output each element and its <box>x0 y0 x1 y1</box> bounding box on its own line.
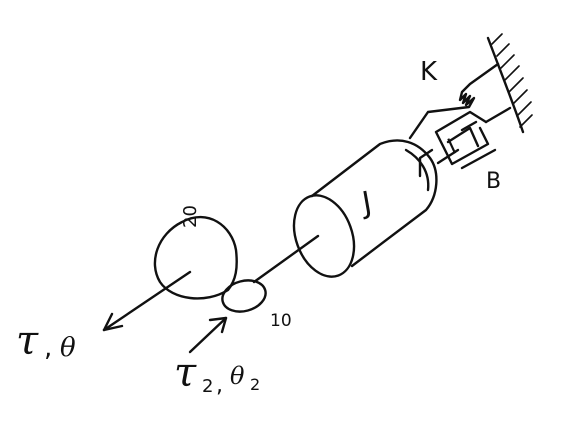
inertia-cylinder <box>292 139 438 278</box>
spring <box>408 62 500 140</box>
shaft <box>252 234 320 284</box>
torque2-symbol: τ <box>174 350 197 396</box>
fixed-wall <box>486 33 533 134</box>
damper <box>418 106 512 178</box>
torque1-comma: , <box>44 333 52 363</box>
gear-small-label: 10 <box>270 311 292 331</box>
torque2-label: τ 2 , θ 2 <box>174 350 260 398</box>
damper-label: B <box>486 169 501 194</box>
torque2-arrow <box>188 316 228 354</box>
spring-label: K <box>420 57 438 87</box>
torque2-subscript: 2 <box>202 376 213 397</box>
gear-small <box>221 279 267 313</box>
torque1-angle: θ <box>60 333 76 363</box>
gear-large <box>102 216 238 332</box>
torque2-angle: θ <box>230 362 245 390</box>
torque2-angle-subscript: 2 <box>250 375 260 394</box>
torque1-symbol: τ <box>16 318 39 364</box>
torque2-comma: , <box>216 373 223 398</box>
gear-large-label: 20 <box>180 205 201 228</box>
torque1-label: τ , θ <box>16 318 76 364</box>
inertia-large-label: J <box>358 185 375 221</box>
